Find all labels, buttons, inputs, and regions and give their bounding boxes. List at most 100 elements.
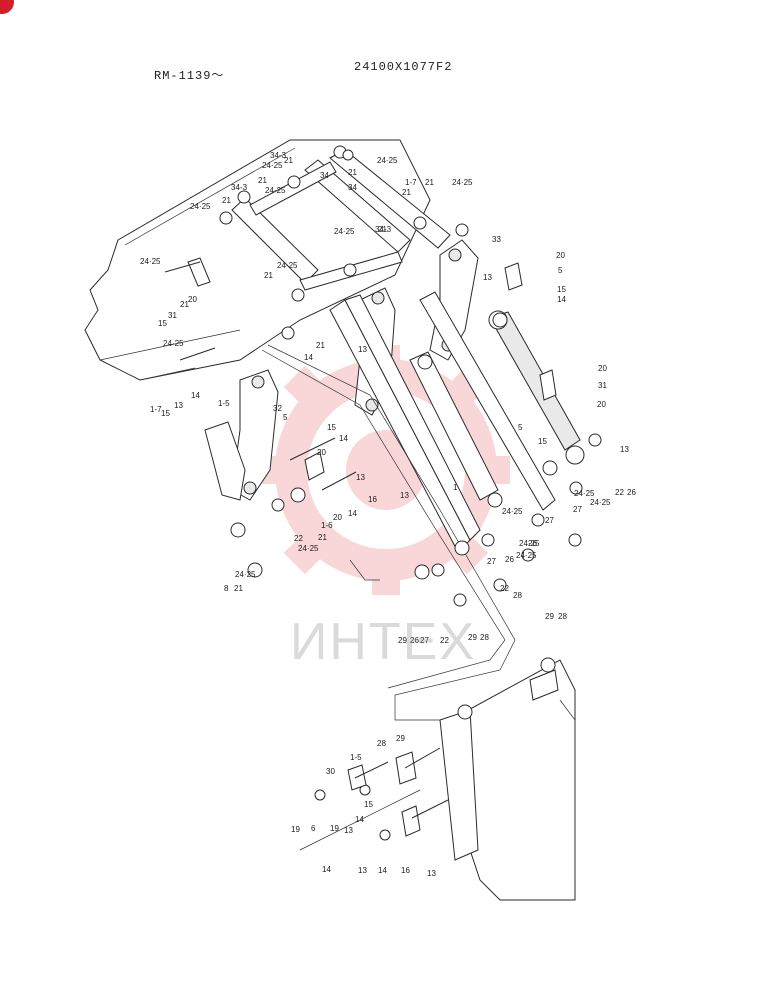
part-number-label: 21: [378, 225, 387, 234]
part-number-label: 27: [487, 557, 496, 566]
part-number-label: 31: [168, 311, 177, 320]
part-number-label: 34: [348, 183, 357, 192]
part-number-label: 13: [344, 826, 353, 835]
part-number-label: 16: [0, 0, 9, 2]
part-number-label: 13: [620, 445, 629, 454]
part-number-label: 20: [556, 251, 565, 260]
part-number-label: 1-7: [405, 178, 417, 187]
bucket-outline: [84, 139, 431, 381]
part-number-label: 21: [318, 533, 327, 542]
part-number-label: 21: [425, 178, 434, 187]
part-number-label: 21: [284, 156, 293, 165]
part-number-label: 21: [264, 271, 273, 280]
part-number-label: 29: [396, 734, 405, 743]
part-number-label: 29: [468, 633, 477, 642]
part-number-label: 15: [364, 800, 373, 809]
part-number-label: 24·25: [277, 261, 298, 270]
part-number-label: 33: [492, 235, 501, 244]
part-number-label: 24·25: [140, 257, 161, 266]
part-number-label: 27: [573, 505, 582, 514]
part-number-label: 20: [598, 364, 607, 373]
part-number-label: 24·25: [519, 539, 540, 548]
part-number-label: 34-3: [231, 183, 248, 192]
part-number-label: 22: [294, 534, 303, 543]
part-number-label: 6: [311, 824, 316, 833]
lift-arm-left: [329, 294, 481, 553]
part-number-label: 29: [398, 636, 407, 645]
pin-assemblies-bottom: [164, 257, 557, 837]
part-number-label: 13: [400, 491, 409, 500]
part-number-label: 22: [615, 488, 624, 497]
part-number-label: 24·25: [334, 227, 355, 236]
part-number-label: 26: [505, 555, 514, 564]
part-number-label: 8: [224, 584, 229, 593]
part-number-label: 14: [339, 434, 348, 443]
part-number-label: 19: [291, 825, 300, 834]
part-number-label: 16: [401, 866, 410, 875]
part-number-label: 15: [538, 437, 547, 446]
part-number-label: 1: [453, 483, 458, 492]
part-number-label: 29: [545, 612, 554, 621]
part-number-label: 24·25: [163, 339, 184, 348]
part-number-label: 20: [317, 448, 326, 457]
lift-arm-right: [419, 291, 556, 511]
part-number-label: 1-6: [321, 521, 333, 530]
part-number-label: 24·25: [298, 544, 319, 553]
part-number-label: 22: [440, 636, 449, 645]
part-number-label: 21: [402, 188, 411, 197]
part-number-label: 24·25: [265, 186, 286, 195]
part-number-label: 27: [545, 516, 554, 525]
part-number-label: 21: [180, 300, 189, 309]
drawing-code-label: 24100X1077F2: [354, 60, 453, 74]
part-number-label: 28: [558, 612, 567, 621]
part-number-label: 5: [283, 413, 288, 422]
part-number-label: 32: [273, 404, 282, 413]
part-number-label: 14: [191, 391, 200, 400]
part-number-label: 5: [558, 266, 563, 275]
part-number-label: 14: [378, 866, 387, 875]
part-number-label: 24·25: [516, 551, 537, 560]
part-number-label: 22: [500, 584, 509, 593]
part-number-label: 28: [480, 633, 489, 642]
assembly-outline-lines: [261, 344, 516, 851]
part-number-label: 26: [528, 539, 537, 548]
part-number-label: 34-3: [375, 225, 392, 234]
part-number-label: 20: [188, 295, 197, 304]
part-number-label: 24·25: [377, 156, 398, 165]
part-number-label: 13: [358, 345, 367, 354]
part-number-label: 15: [557, 285, 566, 294]
part-number-label: 14: [304, 353, 313, 362]
part-number-label: 26: [627, 488, 636, 497]
part-number-label: 34: [320, 171, 329, 180]
part-number-label: 20: [333, 513, 342, 522]
part-number-label: 26: [410, 636, 419, 645]
part-number-label: 7: [0, 0, 5, 2]
part-number-label: 24·25: [502, 507, 523, 516]
part-number-label: 24·25: [235, 570, 256, 579]
part-number-label: 24·25: [574, 489, 595, 498]
part-number-label: 21: [348, 168, 357, 177]
part-number-label: 21: [258, 176, 267, 185]
part-number-label: 1-7: [150, 405, 162, 414]
part-number-label: 20: [0, 0, 9, 2]
bushings-and-pins: [219, 145, 602, 841]
part-number-label: 1-5: [218, 399, 230, 408]
part-number-label: 15: [161, 409, 170, 418]
part-number-label: 19: [330, 824, 339, 833]
part-number-label: 28: [513, 591, 522, 600]
serial-range-label: RM-1139～: [154, 69, 225, 83]
part-number-label: 24·25: [262, 161, 283, 170]
part-number-label: 1-5: [350, 753, 362, 762]
part-number-label: 15: [327, 423, 336, 432]
part-number-label: 16: [368, 495, 377, 504]
part-number-label: 14: [322, 865, 331, 874]
part-number-label: 28: [377, 739, 386, 748]
part-number-label: 14: [355, 815, 364, 824]
part-number-label: 24·25: [452, 178, 473, 187]
part-number-label: 13: [174, 401, 183, 410]
part-number-label: 27: [420, 636, 429, 645]
part-number-label: 21: [222, 196, 231, 205]
part-number-label: 34-3: [270, 151, 287, 160]
